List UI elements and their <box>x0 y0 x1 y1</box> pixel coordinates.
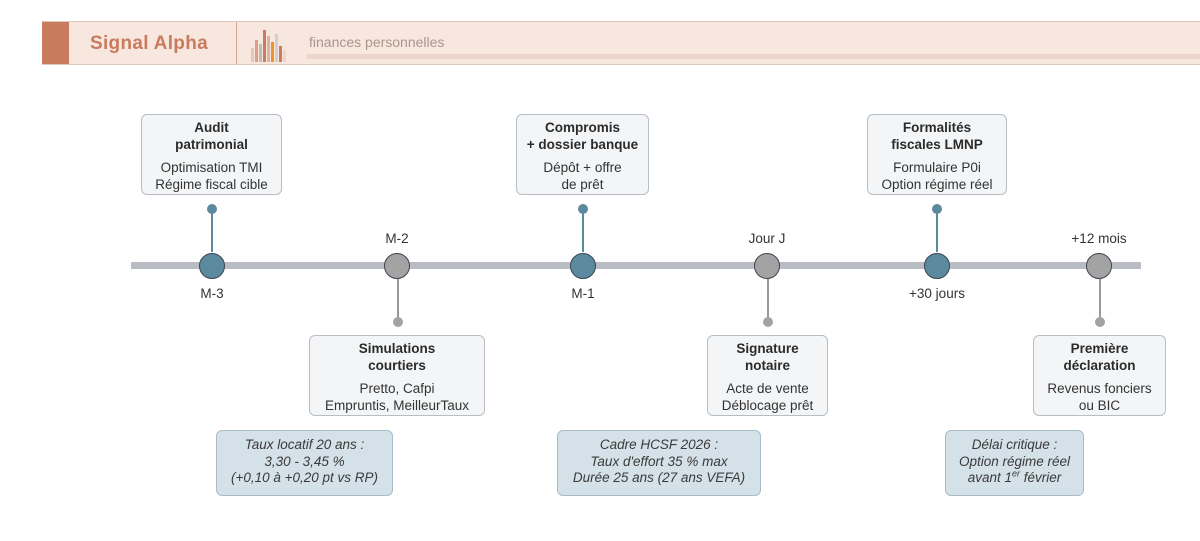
step-connector-dot <box>763 317 773 327</box>
header-bar: Signal Alpha finances personnelles <box>42 21 1200 65</box>
note-line: Taux locatif 20 ans : <box>244 437 365 452</box>
note-line: Option régime réel <box>958 453 1071 469</box>
tick-label-m-2: M-2 <box>385 231 409 246</box>
card-body-line: Revenus fonciers <box>1047 381 1152 396</box>
card-body-line: Empruntis, MeilleurTaux <box>324 398 470 413</box>
step-connector <box>397 279 399 321</box>
tick-label-jour-j: Jour J <box>748 231 786 246</box>
header-accent <box>42 22 69 64</box>
card-body-line: Formulaire P0i <box>893 160 981 175</box>
step-connector <box>1099 279 1101 321</box>
card-body-line: Déblocage prêt <box>721 398 814 413</box>
step-connector <box>767 279 769 321</box>
note-line: Cadre HCSF 2026 : <box>599 437 719 452</box>
step-connector-dot <box>932 204 942 214</box>
tick-label-12-mois: +12 mois <box>1071 231 1127 246</box>
card-title-line: + dossier banque <box>526 136 639 152</box>
card-body-line: Régime fiscal cible <box>155 177 268 192</box>
step-connector <box>936 210 938 252</box>
ordinal-superscript: er <box>1012 468 1021 479</box>
tick-label-30-jours: +30 jours <box>909 286 965 301</box>
card-body-line: Dépôt + offre <box>543 160 622 175</box>
card-title-line: notaire <box>744 357 790 373</box>
note-delai-critique: Délai critique : Option régime réel avan… <box>945 430 1084 496</box>
note-line-deadline: avant 1er février <box>946 468 1083 487</box>
brand-title: Signal Alpha <box>90 33 208 54</box>
card-title-line: Simulations <box>358 341 436 356</box>
step-card-compromis: Compromis+ dossier banque Dépôt + offre d… <box>516 114 649 195</box>
tick-label-m-3: M-3 <box>200 286 224 301</box>
card-title-line: patrimonial <box>175 136 248 152</box>
note-line: (+0,10 à +0,20 pt vs RP) <box>230 470 379 485</box>
note-text: février <box>1020 470 1062 485</box>
milestone-node-m-1 <box>570 253 596 279</box>
header-divider <box>236 22 237 64</box>
note-text: avant 1 <box>967 470 1012 485</box>
milestone-node-jour-j <box>754 253 780 279</box>
card-body-line: de prêt <box>561 177 604 192</box>
step-connector-dot <box>393 317 403 327</box>
note-line: Délai critique : <box>971 437 1058 452</box>
tagline: finances personnelles <box>309 34 445 50</box>
tagline-underline <box>307 54 1200 59</box>
card-title-line: courtiers <box>368 357 426 373</box>
note-taux-locatif: Taux locatif 20 ans : 3,30 - 3,45 % (+0,… <box>216 430 393 496</box>
milestone-node-12-mois <box>1086 253 1112 279</box>
step-connector-dot <box>578 204 588 214</box>
bar-chart-logo-icon <box>251 30 286 62</box>
card-title-line: Formalités <box>902 120 972 135</box>
card-body-line: Acte de vente <box>726 381 809 396</box>
milestone-node-m-2 <box>384 253 410 279</box>
card-body-line: ou BIC <box>1078 398 1121 413</box>
tick-label-m-1: M-1 <box>571 286 595 301</box>
step-connector-dot <box>207 204 217 214</box>
step-connector <box>211 210 213 252</box>
note-line: Taux d'effort 35 % max <box>590 453 728 469</box>
card-title-line: fiscales LMNP <box>891 136 983 152</box>
note-cadre-hcsf: Cadre HCSF 2026 : Taux d'effort 35 % max… <box>557 430 761 496</box>
timeline-axis <box>131 262 1141 269</box>
step-connector-dot <box>1095 317 1105 327</box>
card-body-line: Optimisation TMI <box>160 160 263 175</box>
card-title-line: Première <box>1070 341 1129 356</box>
milestone-node-30-jours <box>924 253 950 279</box>
milestone-node-m-3 <box>199 253 225 279</box>
note-line: 3,30 - 3,45 % <box>264 453 345 469</box>
note-line: Durée 25 ans (27 ans VEFA) <box>572 470 746 485</box>
card-title-line: Audit <box>194 120 229 135</box>
card-body-line: Pretto, Cafpi <box>359 381 435 396</box>
card-body-line: Option régime réel <box>881 177 993 192</box>
card-title-line: Signature <box>736 341 799 356</box>
card-title-line: déclaration <box>1063 357 1136 373</box>
step-connector <box>582 210 584 252</box>
card-title-line: Compromis <box>544 120 620 135</box>
